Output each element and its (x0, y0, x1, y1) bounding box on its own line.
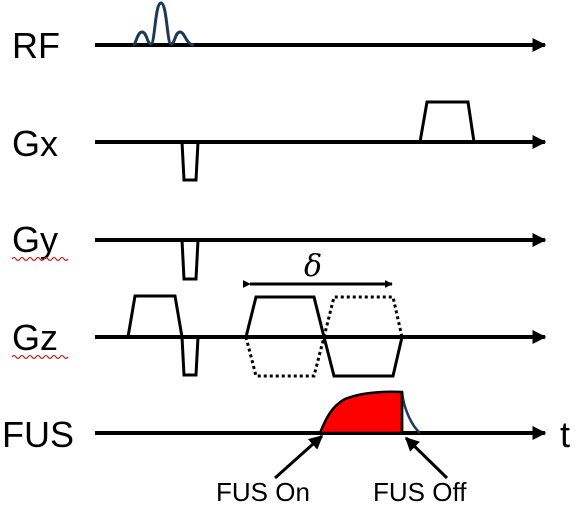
row-label-fus: FUS (2, 414, 74, 455)
gx-dephase-lobe (180, 141, 200, 182)
row-label-rf: RF (12, 25, 60, 66)
gz-rephase-lobe (180, 336, 200, 377)
spellcheck-underline-gz (11, 354, 69, 360)
row-label-gy: Gy (12, 219, 58, 260)
meg-dotted-positive-lobe (322, 295, 404, 338)
meg-solid-negative-lobe (322, 336, 404, 378)
gz-slice-select-gradient (126, 294, 184, 338)
meg-dotted-negative-lobe (244, 336, 326, 378)
row-label-gx: Gx (12, 123, 58, 164)
fus-pulse (318, 390, 404, 435)
fus-off-arrow (404, 436, 449, 480)
fus-decay-tail (400, 391, 421, 434)
fus-on-label: FUS On (216, 477, 310, 505)
time-axis-label: t (560, 414, 570, 455)
fus-off-label: FUS Off (373, 477, 467, 505)
meg-solid-positive-lobe (244, 295, 326, 338)
row-label-gz: Gz (12, 317, 58, 358)
fus-on-arrow (274, 434, 324, 480)
gx-readout-gradient (418, 100, 476, 143)
delta-label: δ (304, 249, 322, 284)
gy-phase-encode-lobe (180, 239, 200, 281)
spellcheck-underline-gy (11, 256, 69, 262)
rf-sinc-pulse (132, 1, 195, 47)
